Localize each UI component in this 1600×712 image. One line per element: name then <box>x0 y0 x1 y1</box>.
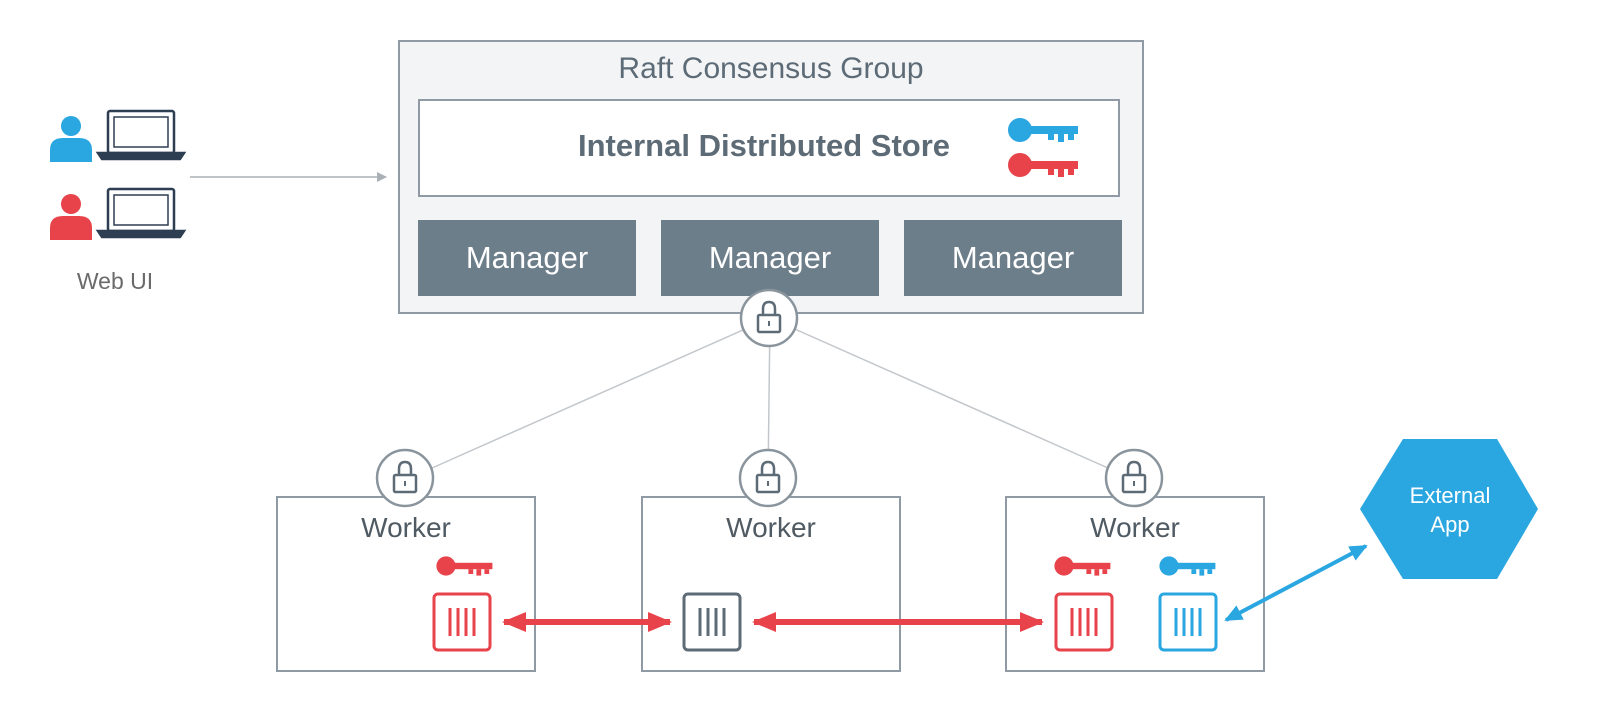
manager-node-2: Manager <box>661 220 879 296</box>
external-app-hexagon <box>1360 439 1538 579</box>
key-red-icon <box>1008 153 1078 177</box>
blue-arrow <box>1224 544 1368 622</box>
worker-3-key-red-icon <box>1054 556 1111 576</box>
worker-label-3: Worker <box>1090 512 1180 543</box>
laptop-icon <box>95 187 187 239</box>
web-ui-user-blue <box>50 109 187 162</box>
worker-node-3 <box>1005 496 1265 672</box>
store-label: Internal Distributed Store <box>578 128 951 163</box>
link-to-worker-1 <box>404 317 771 481</box>
worker-3-key-blue-icon <box>1159 556 1216 576</box>
link-to-worker-3 <box>769 317 1136 481</box>
manager-node-3: Manager <box>904 220 1122 296</box>
user-blue-icon <box>50 116 92 162</box>
worker-2-lock-icon <box>738 448 798 508</box>
worker-1-key-red-icon <box>436 556 493 576</box>
key-blue-icon <box>1008 118 1078 142</box>
web-ui-label: Web UI <box>76 268 154 294</box>
container-red-icon <box>432 592 492 652</box>
web-ui-user-red <box>50 187 187 240</box>
raft-group-title: Raft Consensus Group <box>618 52 924 85</box>
user-red-icon <box>50 194 92 240</box>
container-blue-icon <box>1158 592 1218 652</box>
manager-lock-icon <box>739 288 799 348</box>
external-app-label: External App <box>1360 481 1540 539</box>
internal-distributed-store <box>418 99 1120 197</box>
external-app-line1: External <box>1409 483 1491 508</box>
worker-3-lock-icon <box>1104 448 1164 508</box>
container-gray-icon <box>682 592 742 652</box>
laptop-icon <box>95 109 187 161</box>
external-app-line2: App <box>1430 512 1470 537</box>
worker-label-2: Worker <box>726 512 816 543</box>
worker-label-1: Worker <box>361 512 451 543</box>
container-red-icon <box>1054 592 1114 652</box>
worker-1-lock-icon <box>375 448 435 508</box>
manager-node-1: Manager <box>418 220 636 296</box>
